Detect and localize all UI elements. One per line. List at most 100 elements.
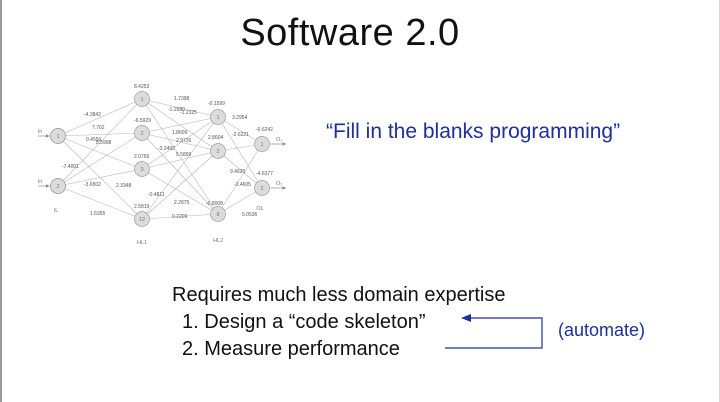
list-number: 1. [182, 311, 199, 333]
hidden1-node [134, 91, 150, 107]
input-node-label: 2 [56, 184, 59, 190]
network-connection [141, 116, 219, 220]
input-arrow-head [46, 184, 50, 188]
layer-label: IL [54, 208, 59, 214]
weight-label: 8.4253 [134, 84, 150, 90]
weight-label: -4.6377 [256, 171, 273, 177]
layer-label: OL [256, 206, 263, 212]
weight-label: -7.4001 [62, 164, 79, 170]
weight-label: 2.0765 [134, 154, 150, 160]
network-connection [141, 150, 219, 170]
network-edges [57, 98, 263, 220]
list-text: Design a “code skeleton” [204, 311, 426, 333]
requirement-heading: Requires much less domain expertise [172, 284, 506, 306]
network-connection [141, 132, 219, 152]
network-connection [217, 143, 263, 215]
weight-label: 2.5819 [134, 204, 150, 210]
output-node [254, 180, 270, 196]
hidden1-node-label: 1 [140, 97, 143, 103]
list-item-measure: 2. Measure performance [172, 336, 506, 363]
network-connection [57, 98, 143, 137]
weight-label: 1.8609 [172, 130, 188, 136]
network-connection [57, 168, 143, 187]
hidden1-node-label: 12 [139, 217, 145, 223]
weight-label: -0.6242 [256, 127, 273, 133]
weight-label: 1.7398 [174, 96, 190, 102]
output-label: O₂ [276, 181, 282, 187]
output-arrow-head [282, 186, 286, 190]
hidden2-node-label: 2 [216, 149, 219, 155]
weight-label: 3.2954 [232, 115, 248, 121]
network-connection [141, 213, 219, 220]
hidden2-node [210, 143, 226, 159]
output-node-label: 2 [260, 186, 263, 192]
slide-left-border [0, 0, 2, 402]
weight-label: 2.2875 [174, 200, 190, 206]
hidden2-node [210, 109, 226, 125]
layer-label: HL2 [213, 238, 223, 244]
weight-label: 2.9726 [176, 138, 192, 144]
network-connection [217, 150, 263, 189]
network-connection [141, 98, 219, 118]
network-connection [141, 132, 219, 215]
weight-label: -4.3842 [84, 112, 101, 118]
weight-label: 2.8604 [208, 135, 224, 141]
weight-label: -2.6221 [232, 132, 249, 138]
network-connection [217, 116, 263, 189]
hidden1-node [134, 211, 150, 227]
weight-label: 5.5899 [176, 152, 192, 158]
slide-title: Software 2.0 [240, 12, 460, 54]
output-arrow-head [282, 142, 286, 146]
weight-label: -0.1599 [208, 101, 225, 107]
weight-label: 0.2209 [172, 214, 188, 220]
input-bias-label: ln [38, 129, 42, 135]
weight-label: -6.5929 [134, 118, 151, 124]
input-node [50, 178, 66, 194]
hidden2-node-label: 1 [216, 115, 219, 121]
hidden2-node [210, 206, 226, 222]
automate-label: (automate) [558, 320, 646, 340]
weight-label: 7.762 [92, 125, 105, 131]
network-connection [141, 98, 219, 215]
weight-label: 5.0536 [242, 212, 258, 218]
output-node [254, 136, 270, 152]
requirements-block: Requires much less domain expertise 1. D… [172, 282, 506, 363]
weight-label: 8.5998 [96, 140, 112, 146]
weight-label: -1.2325 [180, 110, 197, 116]
network-connection [141, 168, 219, 215]
weight-label: -3.6502 [84, 182, 101, 188]
fill-in-blanks-quote: “Fill in the blanks programming” [326, 120, 621, 143]
list-number: 2. [182, 338, 199, 360]
network-connection [217, 187, 263, 215]
weight-label: 0.4556 [86, 137, 102, 143]
input-node-label: 1 [56, 134, 59, 140]
output-node-label: 1 [260, 142, 263, 148]
weight-label: -3.4605 [234, 182, 251, 188]
output-label: O₁ [276, 137, 282, 143]
network-connection [141, 116, 219, 134]
weight-label: -1.2680 [168, 107, 185, 113]
hidden1-node [134, 125, 150, 141]
weight-label: -0.4811 [148, 192, 165, 198]
weight-label: 1.6355 [90, 211, 106, 217]
network-connection [57, 132, 143, 187]
network-connection [217, 116, 263, 145]
hidden2-node-label: 8 [216, 212, 219, 218]
network-connection [57, 135, 143, 170]
hidden1-node-label: 3 [140, 167, 143, 173]
network-weight-labels: 8.4253 -6.5929 2.0765 2.5819 -0.1599 2.8604 -0… [62, 84, 273, 220]
list-text: Measure performance [204, 338, 400, 360]
weight-label: -3.2492 [158, 146, 175, 152]
network-connection [57, 185, 143, 220]
hidden1-node [134, 161, 150, 177]
network-connection [141, 150, 219, 220]
network-connection [57, 132, 143, 137]
network-connection [57, 98, 143, 187]
weight-label: 2.3348 [116, 183, 132, 189]
weight-label: -0.8008 [206, 201, 223, 207]
list-item-design: 1. Design a “code skeleton” [172, 309, 506, 336]
